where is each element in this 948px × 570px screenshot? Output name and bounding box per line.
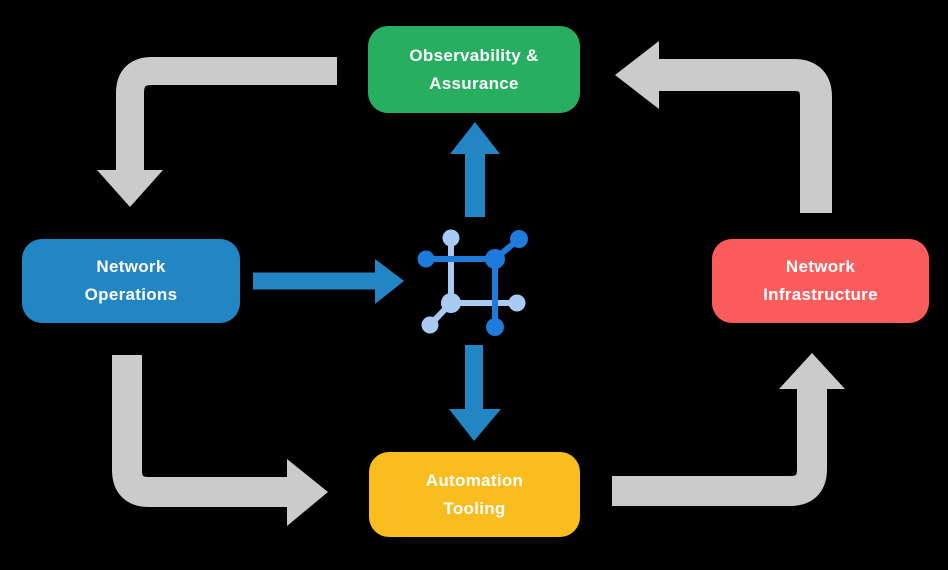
node-label-line: Automation [425,470,524,490]
arrow-infrastructure-to-observability [615,41,832,213]
arrow-operations-to-automation [112,355,328,526]
node-network-infrastructure: Network Infrastructure [712,239,929,323]
arrow-platform-to-automation [449,345,501,441]
arrow-operations-to-platform [253,259,404,304]
node-label-line: Network [785,257,856,276]
node-network-operations: Network Operations [22,239,240,323]
node-automation-tooling: Automation Tooling [369,452,580,537]
network-platform-icon [417,229,528,336]
node-label-line: Assurance [429,73,519,93]
node-label-line: Tooling [443,498,506,518]
arrow-platform-to-observability [450,122,500,217]
node-label-line: Observability & [409,45,539,65]
node-observability-assurance: Observability & Assurance [368,26,580,113]
node-label-line: Network [96,257,166,276]
node-label-line: Operations [84,285,178,304]
arrow-automation-to-infrastructure [612,353,845,506]
network-icon-dark-nodes [417,230,528,336]
arrow-observability-to-operations [97,57,337,207]
node-label-line: Infrastructure [763,285,878,304]
network-icon-light-nodes [421,229,526,334]
